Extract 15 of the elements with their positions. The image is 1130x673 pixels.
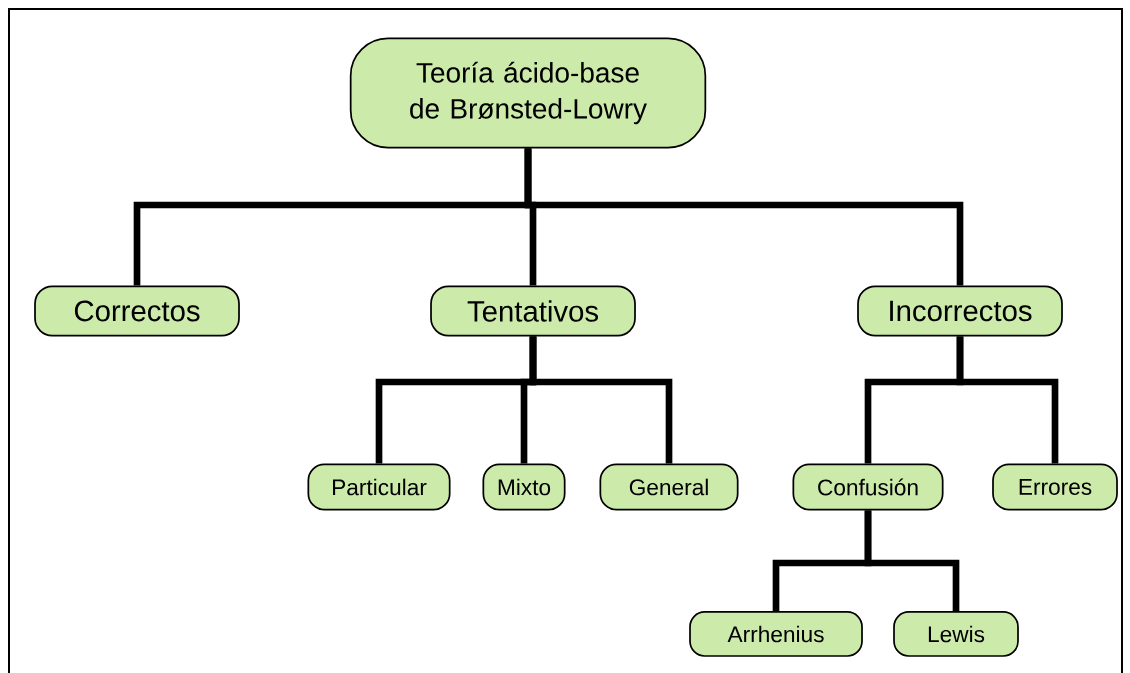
category-box: Tentativos bbox=[430, 285, 636, 337]
category-box: Lewis bbox=[893, 611, 1019, 657]
connector-line bbox=[956, 336, 1059, 464]
category-box: Correctos bbox=[34, 285, 240, 337]
connector-line bbox=[524, 148, 964, 286]
category-box: Incorrectos bbox=[857, 285, 1063, 337]
category-box: Errores bbox=[992, 463, 1118, 511]
category-box: Confusión bbox=[792, 463, 944, 511]
category-box: Mixto bbox=[482, 463, 566, 511]
connector-line bbox=[529, 336, 673, 464]
category-box: General bbox=[599, 463, 739, 511]
category-box: Arrhenius bbox=[689, 611, 863, 657]
connector-line bbox=[864, 510, 960, 612]
root-box: Teoría ácido-base de Brønsted-Lowry bbox=[349, 37, 707, 149]
category-box: Particular bbox=[307, 463, 451, 511]
